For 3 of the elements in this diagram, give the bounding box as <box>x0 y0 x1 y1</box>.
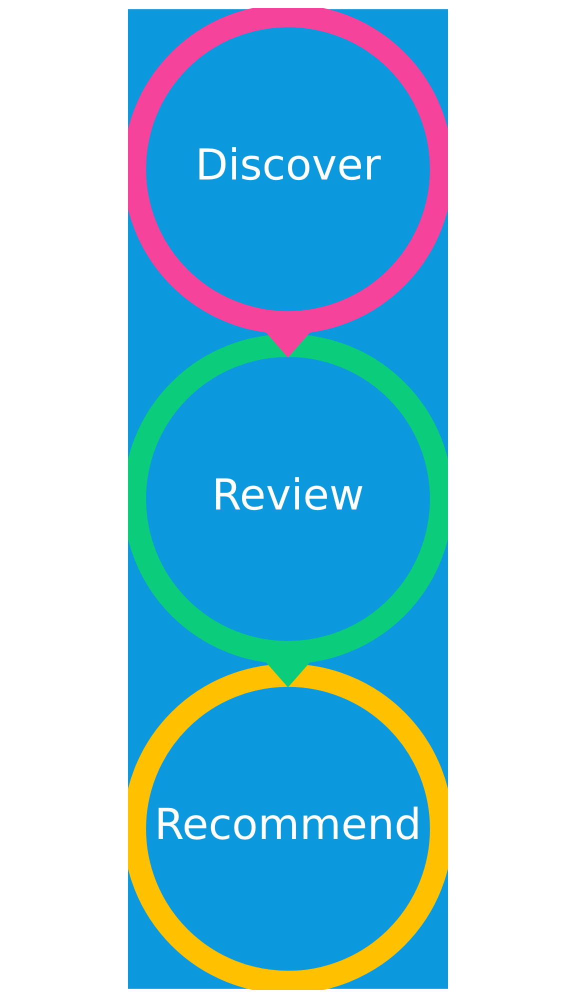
node-circle: Discover <box>128 8 448 334</box>
node-circle: Recommend <box>128 664 448 990</box>
node-circle: Review <box>128 334 448 664</box>
